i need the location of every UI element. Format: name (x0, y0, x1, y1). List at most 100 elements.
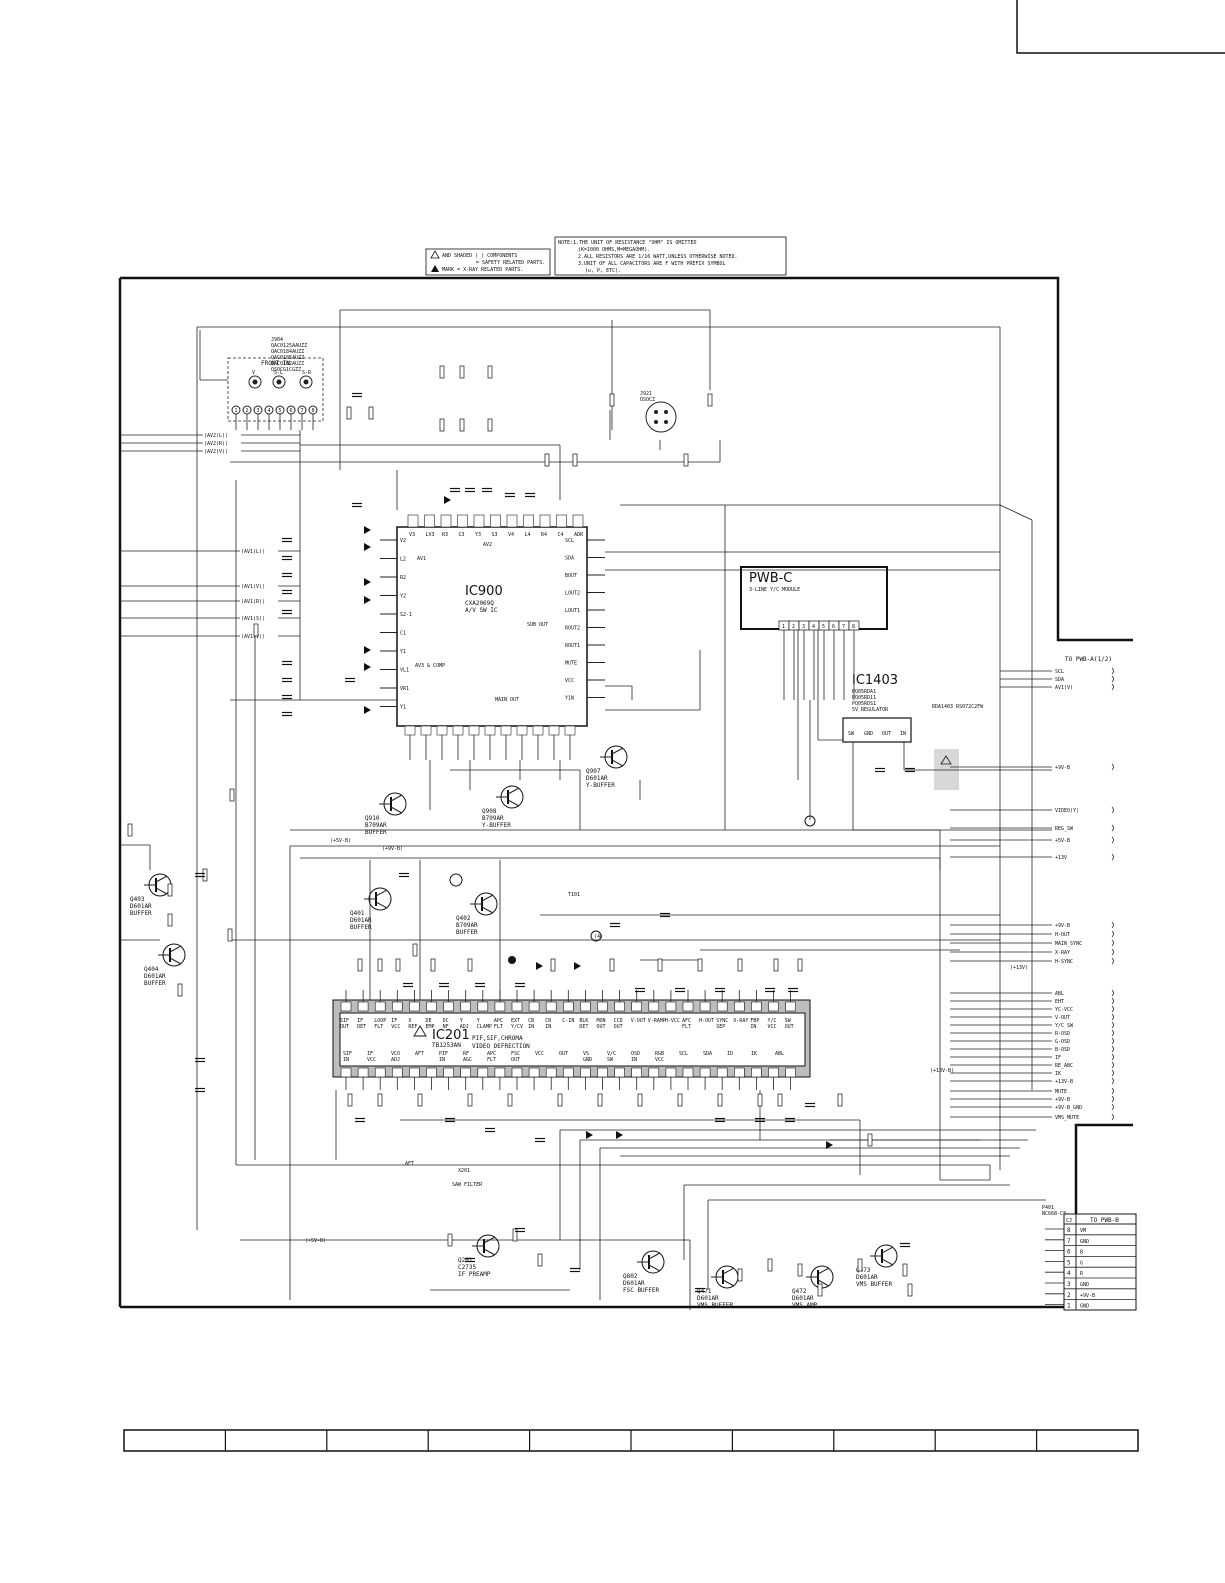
svg-text:PQ05RDS1: PQ05RDS1 (852, 701, 876, 707)
right-signal-arrow (1111, 948, 1114, 956)
right-signal-label: +9V-B (1055, 923, 1070, 929)
svg-text:(+13V): (+13V) (1010, 965, 1028, 971)
resistor (377, 958, 383, 972)
resistor (777, 1093, 783, 1107)
svg-text:CXA2069Q: CXA2069Q (465, 600, 494, 607)
ic900-pin-top (457, 514, 468, 528)
resistor (439, 418, 445, 432)
transistor-collector (390, 794, 403, 802)
to-pwb-b-label: TO PWB-B (1090, 1217, 1119, 1224)
resistor (459, 418, 465, 432)
resistor (597, 1093, 603, 1107)
svg-text:3-LINE Y/C MODULE: 3-LINE Y/C MODULE (749, 587, 800, 593)
right-signal-label: H-OUT (1055, 932, 1070, 938)
transistor-emitter (648, 1264, 661, 1272)
left-signal-label: (AV2(L)) (204, 433, 228, 439)
right-signal-label: VMS_MUTE (1055, 1115, 1079, 1121)
ic201-pin-bottom (511, 1067, 523, 1078)
ic201-pin-top-label: BLK (579, 1018, 588, 1024)
ic201-pin-bottom (614, 1067, 625, 1078)
resistor (907, 1283, 913, 1297)
right-signal-label: Y/C SW (1055, 1023, 1074, 1029)
ic201-pin-bottom-label: IF (367, 1051, 373, 1057)
resistor (430, 958, 436, 972)
ic201-pin-top-label: H-VCC (665, 1018, 680, 1024)
ic201-pin-top-label: NF (443, 1024, 449, 1030)
right-signal-arrow (1111, 957, 1114, 965)
svg-text:PQ05RD11: PQ05RD11 (852, 695, 876, 701)
transistor-func: BUFFER (365, 829, 387, 836)
ic201-pin-top-label: AFC (682, 1018, 691, 1024)
j921-svideo-jack: J921 QSOCZ (640, 391, 677, 433)
p401-pin: 7 (1067, 1238, 1071, 1245)
ic201-pin-top (528, 1001, 540, 1012)
transistor-func: BUFFER (456, 929, 478, 936)
resistor (487, 365, 493, 379)
ic201-pin-top-label: OUT (340, 1024, 349, 1030)
ic201-pin-bottom (768, 1067, 779, 1078)
svg-text:(+5V-B): (+5V-B) (330, 838, 351, 844)
ic201-pin-top-label: X (408, 1018, 411, 1024)
transistor-collector (375, 889, 388, 897)
resistor (797, 1263, 803, 1277)
ic900-pin-top (556, 514, 567, 528)
right-signal-label: +9V-B (1055, 1097, 1070, 1103)
ic900-pin-top (424, 514, 435, 528)
ic201-pin-bottom-label: VCC (367, 1057, 376, 1063)
ic900-pin-bottom (548, 725, 560, 736)
resistor (797, 958, 803, 972)
right-signal-label: H-SYNC (1055, 959, 1073, 965)
resistor (757, 1093, 763, 1107)
resistor (837, 1093, 843, 1107)
ic900-pin-top-label: R3 (442, 532, 448, 538)
safety-line-3: MARK = X-RAY RELATED PARTS. (442, 267, 523, 273)
ic201-pin-bottom-label: SIF (343, 1051, 352, 1057)
ic201-pin-top (426, 1001, 437, 1012)
ic201-pin-top-label: Y (477, 1018, 480, 1024)
p401-signal: G (1080, 1260, 1083, 1266)
ic201-pin-bottom (357, 1067, 369, 1078)
right-signal-label: VIDEO(Y) (1055, 808, 1079, 814)
ic201-pin-top-label: SYNC (716, 1018, 728, 1024)
svg-text:QAC0125AAUZZ: QAC0125AAUZZ (271, 343, 307, 349)
resistor (609, 958, 615, 972)
ic201-pin-top (665, 1001, 677, 1012)
ic201-pin-top-label: OUT (597, 1024, 606, 1030)
right-signal-label: AV1(V) (1055, 685, 1073, 691)
ic900-pin-left-label: Y1 (400, 649, 406, 655)
resistor (737, 958, 743, 972)
diode (536, 962, 543, 970)
resistor (177, 983, 183, 997)
right-signal-label: REG_SW (1055, 826, 1074, 832)
resistor (459, 365, 465, 379)
transistor-ref: Q402 (456, 915, 471, 922)
right-signal-arrow (1111, 1029, 1114, 1037)
ic900-pin-top (490, 514, 501, 528)
resistor (395, 958, 401, 972)
right-signal-arrow (1111, 824, 1114, 832)
jack-pin-label: 5 (279, 408, 282, 414)
ic201-pin-bottom (631, 1067, 643, 1078)
svg-text:J921: J921 (640, 391, 652, 397)
svg-text:(+9V-B): (+9V-B) (382, 846, 403, 852)
ic900-pin-right-label: LOUT1 (565, 608, 580, 614)
resistor (412, 943, 418, 957)
left-signal-label: (AV2(R)) (204, 441, 228, 447)
resistor (773, 958, 779, 972)
ic201-pin-bottom-label: ADJ (391, 1057, 400, 1063)
transistor-emitter (507, 799, 520, 807)
right-signal-label: +13V-B (1055, 1079, 1073, 1085)
left-signal-label: (AV1(L)) (241, 549, 265, 555)
ic201-pin-top-label: DET (357, 1024, 366, 1030)
pwbc-pin-label: 3 (802, 624, 805, 630)
ic201-pin-top-label: DET (579, 1024, 588, 1030)
ic201-pin-bottom (494, 1067, 506, 1078)
resistor (609, 393, 615, 407)
ic201-pin-top-label: FLT (682, 1024, 691, 1030)
resistor (467, 958, 473, 972)
ic201-pin-top-label: IN (750, 1024, 756, 1030)
ic201-pin-bottom (785, 1067, 796, 1078)
transistor-emitter (169, 957, 182, 965)
